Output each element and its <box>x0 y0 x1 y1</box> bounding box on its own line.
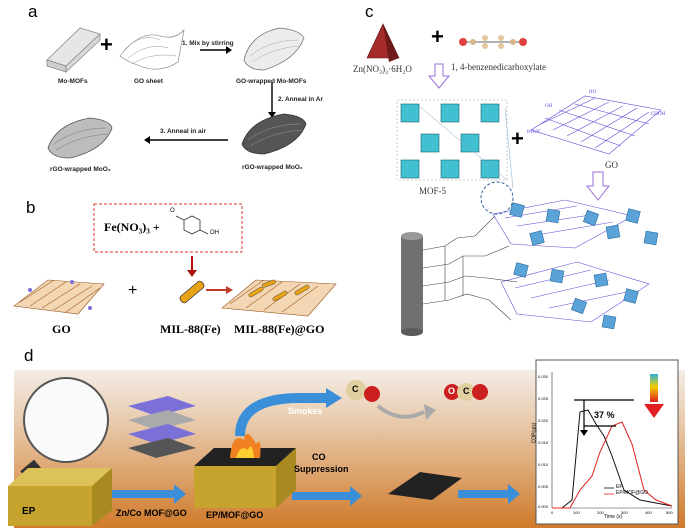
plus-sign-b: + <box>128 282 138 299</box>
xtick-0: 0 <box>551 510 554 515</box>
reagent-label: Fe(NO₃)₃ + <box>104 220 160 234</box>
rgo-wrapped-moo2 <box>241 113 307 155</box>
panel-b: b Fe(NO₃ <box>0 190 345 340</box>
ytick-1: 0.025 <box>538 396 549 401</box>
plus-sign: + <box>100 32 113 57</box>
co-label-2: Suppression <box>294 464 349 474</box>
silane-chains <box>422 215 518 321</box>
o-atom-label: O <box>448 386 456 396</box>
ep-curve <box>552 409 673 509</box>
plus-sign-c: + <box>431 24 444 49</box>
c-atom-label: C <box>352 384 359 394</box>
co-arrow <box>376 404 425 419</box>
zinc-label: Zn(NO₃)₂·6H₂O <box>353 64 412 74</box>
rgo-moo2-label: rGO-wrapped MoO₂ <box>242 164 303 171</box>
panel-b-letter: b <box>26 198 36 217</box>
ytick-4: 0.010 <box>538 462 549 467</box>
co-label-1: CO <box>312 452 326 462</box>
panel-d: d <box>0 340 685 528</box>
inset-ylabel: COP(g/s) <box>531 422 538 444</box>
mof-cubes <box>509 202 659 330</box>
layered-sheets <box>128 396 196 458</box>
xtick-4: 400 <box>645 510 652 515</box>
go-label-c: GO <box>605 160 618 170</box>
ytick-0: 0.030 <box>538 374 549 379</box>
ep-label: EP <box>22 506 36 517</box>
plus-sign-c2: + <box>511 126 524 151</box>
legend-ep-mof: EP/MOF@GO <box>616 490 649 496</box>
xtick-5: 500 <box>666 510 673 515</box>
hooc-group: HOOC <box>527 130 542 135</box>
go-sheet-b <box>13 279 105 315</box>
composite-label: MIL-88(Fe)@GO <box>234 322 325 336</box>
ep-block <box>8 468 112 526</box>
go-wrapped-mo-mofs <box>243 27 305 71</box>
ho-group: HO <box>589 90 597 95</box>
xtick-2: 200 <box>597 510 604 515</box>
linker-molecule <box>459 35 527 49</box>
inset-xlabel: Time (s) <box>604 514 623 520</box>
go-sheet-label: GO sheet <box>134 78 163 85</box>
go-label-b: GO <box>52 322 71 336</box>
zn-co-label: Zn/Co MOF@GO <box>116 508 187 518</box>
panel-c: c <box>345 0 685 340</box>
ytick-6: 0.000 <box>538 504 549 509</box>
grey-fiber <box>401 232 423 336</box>
c-atom-label-2: C <box>463 386 470 396</box>
ep-mof-block <box>194 433 296 508</box>
ytick-5: 0.005 <box>538 484 549 489</box>
reduction-percent: 37 % <box>594 410 615 420</box>
smokes-label: Smokes <box>288 406 323 416</box>
panel-a-letter: a <box>28 2 38 21</box>
cooh-group: COOH <box>651 112 666 117</box>
ytick-3: 0.015 <box>538 440 549 445</box>
flow-arrows <box>112 484 520 506</box>
panel-a: a <box>0 0 345 190</box>
ep-mof-label: EP/MOF@GO <box>206 510 264 520</box>
smokes-arrow <box>235 393 326 437</box>
black-mesh <box>388 472 462 500</box>
bdc-molecule <box>175 215 209 235</box>
ytick-2: 0.020 <box>538 418 549 423</box>
go-sheet-c <box>530 95 662 155</box>
zoom-circle <box>480 181 514 215</box>
go-sheet <box>119 29 185 70</box>
mil88-label: MIL-88(Fe) <box>160 322 221 336</box>
reagent-box <box>93 203 243 253</box>
inset-chart <box>535 359 679 525</box>
mof5-network <box>396 99 508 181</box>
rgo-moo3-label: rGO-wrapped MoO₃ <box>50 166 111 173</box>
mof5-label: MOF-5 <box>419 186 447 196</box>
panel-d-letter: d <box>24 346 34 365</box>
mo-mofs-rod <box>46 27 101 73</box>
panel-a-drawing <box>46 27 307 159</box>
rgo-wrapped-moo3 <box>47 117 113 159</box>
panel-c-drawing <box>366 23 662 336</box>
composite-go-sheets <box>492 199 650 323</box>
xtick-1: 100 <box>573 510 580 515</box>
oh-label: OH <box>210 230 219 236</box>
mil88-rod <box>179 280 205 304</box>
linker-label: 1, 4-benzenedicarboxylate <box>451 62 546 72</box>
co2-molecule <box>444 383 488 401</box>
gradient-bar <box>650 374 658 402</box>
step3-label: 3. Anneal in air <box>160 128 206 135</box>
mo-mofs-label: Mo-MOFs <box>58 78 88 85</box>
go-wrapped-label: GO-wrapped Mo-MOFs <box>236 78 307 85</box>
oh-group: OH <box>545 104 553 109</box>
o-label: O <box>170 208 175 214</box>
step1-label: 1. Mix by stirring <box>182 40 234 47</box>
panel-d-drawing <box>8 359 685 528</box>
legend-ep: EP <box>616 484 623 490</box>
xtick-3: 300 <box>621 510 628 515</box>
panel-b-drawing <box>13 203 337 317</box>
co-molecule-1 <box>346 380 380 402</box>
panel-c-letter: c <box>365 2 374 21</box>
composite-sheet <box>221 279 337 317</box>
step2-label: 2. Anneal in Ar <box>278 96 324 103</box>
